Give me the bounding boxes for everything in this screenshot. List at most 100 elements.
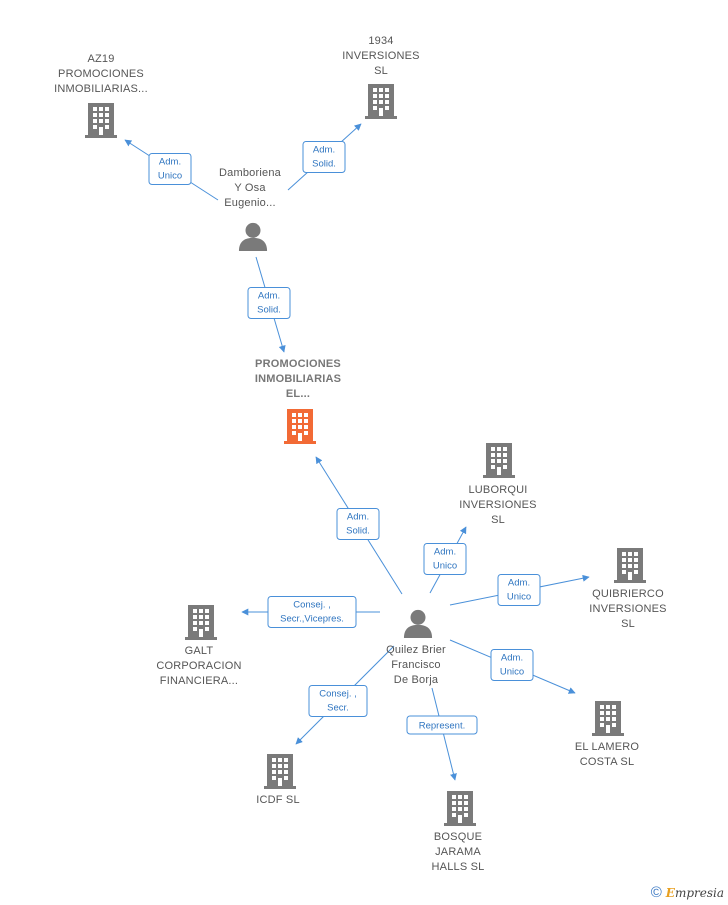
relation-label-box	[406, 715, 478, 735]
node-label: INVERSIONES	[589, 603, 666, 615]
relation-label[interactable]: Adm. Solid.	[247, 287, 291, 319]
node-label: ICDF SL	[256, 794, 300, 806]
relation-label-box	[423, 543, 467, 575]
edge-damboriena-promociones: Adm. Solid.	[247, 256, 291, 353]
node-bosque[interactable]: BOSQUE JARAMA HALLS SL	[432, 791, 485, 873]
building-icon	[444, 791, 476, 826]
relation-label-text: Solid.	[312, 159, 336, 170]
relation-label-text: Secr.,Vicepres.	[280, 614, 344, 625]
node-label: Francisco	[391, 659, 440, 671]
edge-quilez-galt: Consej. , Secr.,Vicepres.	[241, 596, 380, 628]
node-label: Quilez Brier	[386, 644, 446, 656]
node-label: LUBORQUI	[468, 484, 527, 496]
relation-label[interactable]: Adm.Unico	[497, 574, 541, 606]
node-quibrierco[interactable]: QUIBRIERCO INVERSIONES SL	[589, 548, 666, 630]
relation-label[interactable]: Consej. , Secr.,Vicepres.	[267, 596, 357, 628]
relation-label-text: Adm.	[258, 291, 280, 302]
node-label: SL	[491, 514, 505, 526]
node-label: SL	[621, 618, 635, 630]
relation-label[interactable]: Consej. , Secr.	[308, 685, 368, 717]
building-icon	[85, 103, 117, 138]
relation-label[interactable]: Represent.	[406, 715, 478, 735]
node-label: Damboriena	[219, 167, 282, 179]
building-icon	[365, 84, 397, 119]
relation-label-box	[490, 649, 534, 681]
person-icon	[238, 222, 268, 251]
relation-label-text: Consej. ,	[293, 600, 331, 611]
relation-label-text: Unico	[507, 592, 531, 603]
node-label: COSTA SL	[580, 756, 635, 768]
node-label: Y Osa	[234, 182, 266, 194]
relation-label-text: Adm.	[159, 157, 181, 168]
edge-quilez-ellamero: Adm. Unico	[449, 639, 576, 694]
node-label: INMOBILIARIAS...	[54, 83, 148, 95]
building-icon	[483, 443, 515, 478]
node-label: INVERSIONES	[342, 50, 419, 62]
node-label: INVERSIONES	[459, 499, 536, 511]
building-icon	[592, 701, 624, 736]
node-damboriena[interactable]: Damboriena Y OsaEugenio...	[219, 167, 282, 251]
relation-label-text: Adm.	[501, 653, 523, 664]
brand-logo[interactable]: Empresia	[665, 885, 724, 900]
edge-damboriena-i1934: Adm. Solid.	[287, 123, 362, 191]
relation-label[interactable]: Adm. Unico	[490, 649, 534, 681]
building-icon	[284, 409, 316, 444]
node-label: INMOBILIARIAS	[255, 373, 341, 385]
node-promociones[interactable]: PROMOCIONES INMOBILIARIAS EL...	[255, 358, 341, 444]
relation-label-text: Secr.	[327, 703, 349, 714]
relation-label[interactable]: Adm. Solid.	[336, 508, 380, 540]
node-label: FINANCIERA...	[160, 675, 238, 687]
node-label: PROMOCIONES	[58, 68, 144, 80]
edge-quilez-icdf: Consej. , Secr.	[295, 645, 395, 745]
node-label: BOSQUE	[434, 831, 482, 843]
relation-label-box	[148, 153, 192, 185]
node-luborqui[interactable]: LUBORQUI INVERSIONES SL	[459, 443, 536, 526]
node-label: QUIBRIERCO	[592, 588, 664, 600]
relation-label-text: Solid.	[346, 526, 370, 537]
node-icdf[interactable]: ICDF SL	[256, 754, 300, 806]
edge-quilez-luborqui: Adm.Unico	[423, 526, 467, 594]
relation-label-text: Adm.	[313, 145, 335, 156]
node-label: SL	[374, 65, 388, 77]
relation-label-box	[336, 508, 380, 540]
building-icon	[614, 548, 646, 583]
edge-quilez-quibrierco: Adm.Unico	[449, 574, 590, 606]
relation-label[interactable]: Adm.Unico	[423, 543, 467, 575]
relation-label-text: Represent.	[419, 721, 465, 732]
node-label: De Borja	[394, 674, 439, 686]
relation-label-box	[247, 287, 291, 319]
relation-label-text: Solid.	[257, 305, 281, 316]
node-ellamero[interactable]: EL LAMERO COSTA SL	[575, 701, 640, 768]
node-label: HALLS SL	[432, 861, 485, 873]
copyright-icon: ©	[650, 884, 662, 901]
node-label: EL LAMERO	[575, 741, 640, 753]
relation-label[interactable]: Adm. Unico	[148, 153, 192, 185]
relation-label-text: Adm.	[434, 547, 456, 558]
footer-brand: © Empresia	[651, 884, 724, 901]
node-label: 1934	[368, 35, 393, 47]
building-icon	[185, 605, 217, 640]
node-label: Eugenio...	[224, 197, 276, 209]
relation-label-box	[267, 596, 357, 628]
node-label: CORPORACION	[156, 660, 241, 672]
node-label: EL...	[286, 388, 310, 400]
edge-quilez-bosque: Represent.	[406, 687, 478, 781]
relation-label-text: Unico	[158, 171, 182, 182]
relation-label-box	[308, 685, 368, 717]
relation-label-box	[302, 141, 346, 173]
building-icon	[264, 754, 296, 789]
node-label: PROMOCIONES	[255, 358, 341, 370]
relation-label-text: Adm.	[347, 512, 369, 523]
person-icon	[403, 609, 433, 638]
node-label: AZ19	[87, 53, 114, 65]
relation-label-text: Consej. ,	[319, 689, 357, 700]
relation-label-text: Unico	[500, 667, 524, 678]
edges-layer: Adm.UnicoAdm.Solid.Adm.Solid.Adm.Solid.A…	[124, 123, 590, 781]
node-galt[interactable]: GALTCORPORACIONFINANCIERA...	[156, 605, 241, 687]
relation-label[interactable]: Adm. Solid.	[302, 141, 346, 173]
node-label: JARAMA	[435, 846, 481, 858]
